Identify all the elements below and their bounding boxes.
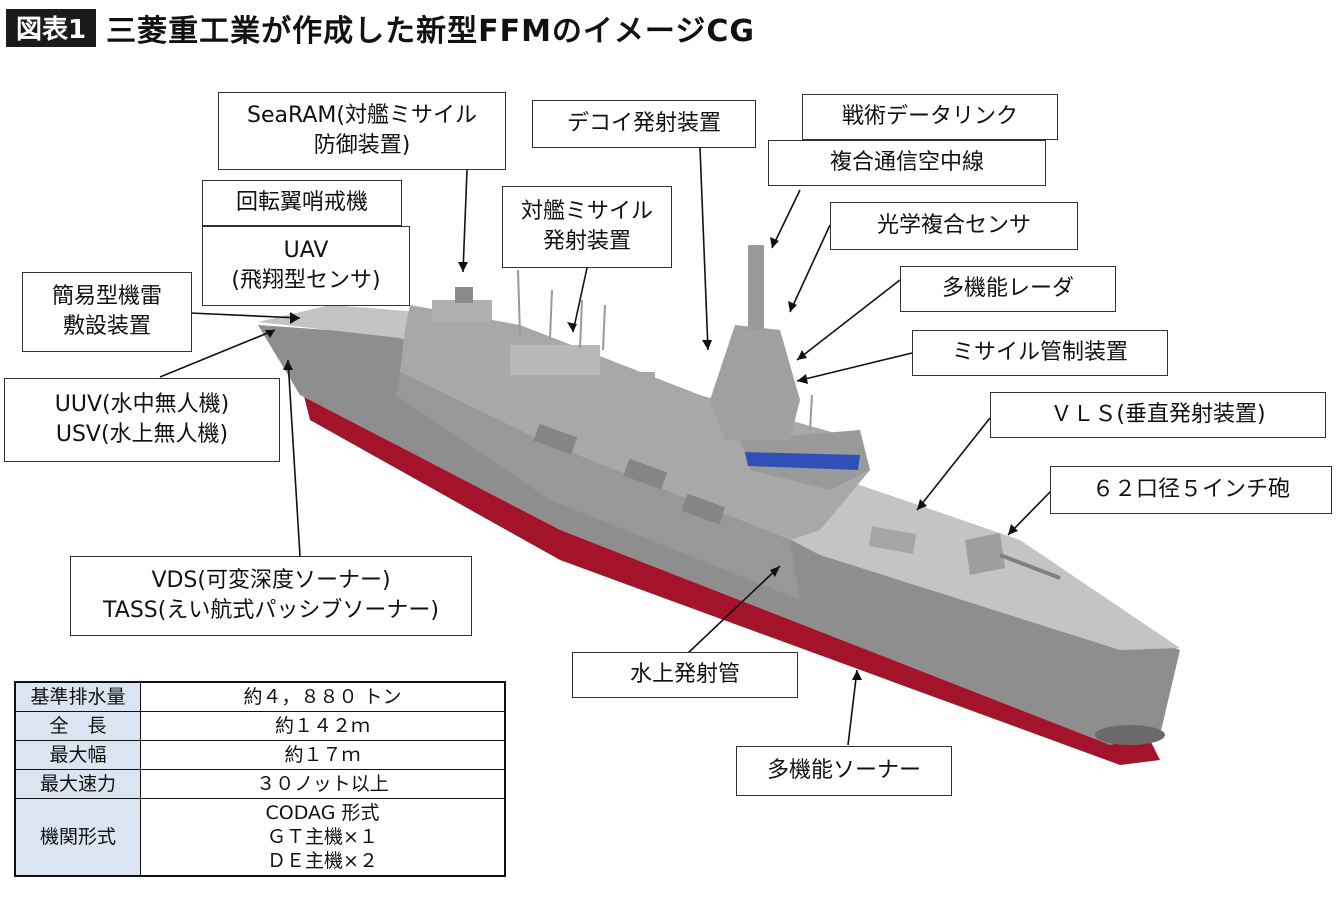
mast bbox=[710, 325, 800, 440]
spec-value: 約１４２ｍ bbox=[140, 711, 506, 741]
label-optical-sensor: 光学複合センサ bbox=[830, 202, 1078, 250]
label-multifunction-radar: 多機能レーダ bbox=[900, 266, 1116, 312]
label-multifunction-sonar: 多機能ソーナー bbox=[736, 746, 952, 796]
label-missile-fcs: ミサイル管制装置 bbox=[912, 330, 1168, 376]
figure-badge: 図表1 bbox=[6, 9, 97, 47]
label-uav: UAV(飛翔型センサ) bbox=[202, 226, 410, 306]
spec-value: 約１７ｍ bbox=[140, 740, 506, 770]
label-rotary-wing: 回転翼哨戒機 bbox=[202, 180, 402, 226]
label-5inch-gun: ６２口径５インチ砲 bbox=[1050, 466, 1332, 514]
spec-value: ３０ノット以上 bbox=[140, 769, 506, 799]
label-uuv-usv: UUV(水中無人機)USV(水上無人機) bbox=[4, 378, 280, 462]
spec-key: 全 長 bbox=[14, 711, 141, 741]
label-tactical-datalink: 戦術データリンク bbox=[802, 94, 1058, 140]
leader-lines bbox=[159, 147, 1053, 746]
figure-title: 三菱重工業が作成した新型FFMのイメージCG bbox=[106, 14, 755, 49]
spec-value: 約４，８８０ トン bbox=[140, 681, 506, 712]
spec-table: 基準排水量 約４，８８０ トン 全 長 約１４２ｍ 最大幅 約１７ｍ 最大速力 … bbox=[14, 681, 506, 877]
spec-row: 基準排水量 約４，８８０ トン bbox=[14, 681, 506, 712]
label-torpedo-tube: 水上発射管 bbox=[572, 652, 798, 698]
label-decoy-launcher: デコイ発射装置 bbox=[532, 100, 756, 148]
spec-key: 最大速力 bbox=[14, 769, 141, 799]
title-bar: 図表1 三菱重工業が作成した新型FFMのイメージCG bbox=[6, 6, 755, 50]
spec-row: 全 長 約１４２ｍ bbox=[14, 711, 506, 741]
label-mine-layer: 簡易型機雷敷設装置 bbox=[22, 272, 192, 352]
spec-row: 機関形式 CODAG 形式 ＧＴ主機×１ ＤＥ主機×２ bbox=[14, 798, 506, 877]
label-searam: SeaRAM(対艦ミサイル防御装置) bbox=[218, 92, 506, 170]
arrowheads bbox=[265, 237, 1018, 680]
spec-value: CODAG 形式 ＧＴ主機×１ ＤＥ主機×２ bbox=[140, 798, 506, 877]
label-vds-tass: VDS(可変深度ソーナー)TASS(えい航式パッシブソーナー) bbox=[70, 556, 472, 636]
spec-row: 最大幅 約１７ｍ bbox=[14, 740, 506, 770]
spec-key: 機関形式 bbox=[14, 798, 141, 877]
label-comm-antenna: 複合通信空中線 bbox=[768, 140, 1046, 186]
label-vls: ＶＬＳ(垂直発射装置) bbox=[990, 392, 1326, 438]
spec-key: 最大幅 bbox=[14, 740, 141, 770]
spec-row: 最大速力 ３０ノット以上 bbox=[14, 769, 506, 799]
gun-turret bbox=[965, 533, 1005, 575]
spec-key: 基準排水量 bbox=[14, 681, 141, 712]
label-anti-ship-missile: 対艦ミサイル発射装置 bbox=[502, 186, 672, 268]
